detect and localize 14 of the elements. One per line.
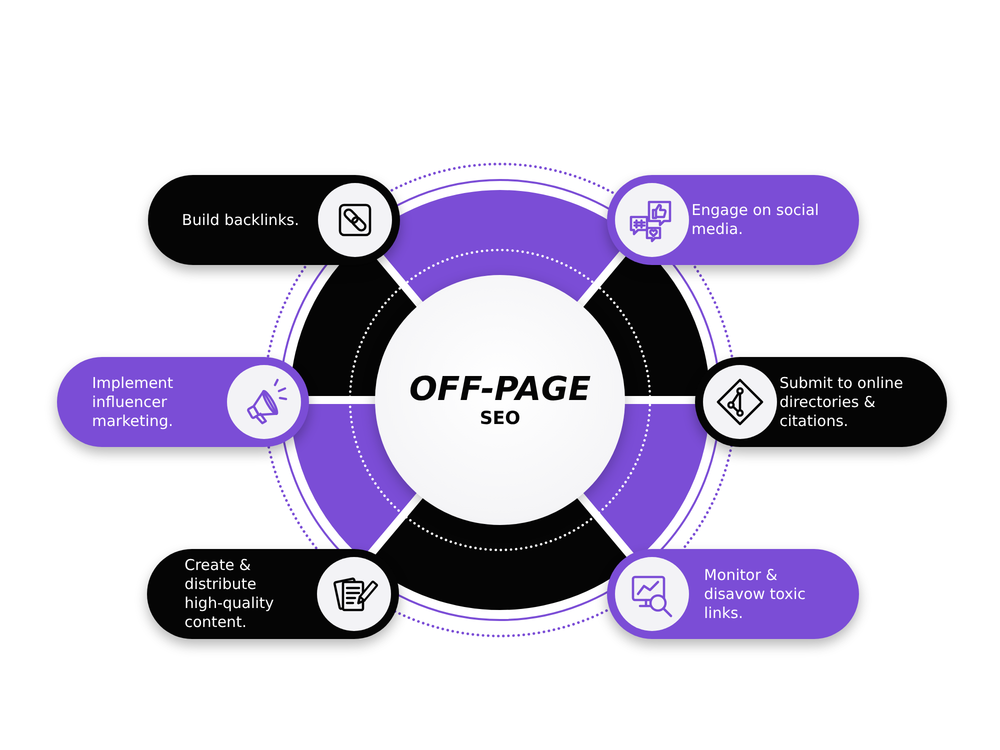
hub-title: OFF-PAGE [409,370,591,408]
step-text: Build backlinks. [182,210,300,230]
step-text: Engage on social media. [692,201,820,239]
hub-subtitle: SEO [480,408,520,430]
step-pill [148,175,400,265]
step-pill [695,357,947,447]
step-text: Submit to online directories & citations. [780,374,904,430]
step-pill [147,549,399,639]
step-text: Implement influencer marketing. [92,374,174,430]
step-text: Create & distribute high-quality content. [184,556,275,632]
step-text: Monitor & disavow toxic links. [704,566,807,622]
step-pill [607,175,859,265]
step-pill [607,549,859,639]
step-pill [57,357,309,447]
